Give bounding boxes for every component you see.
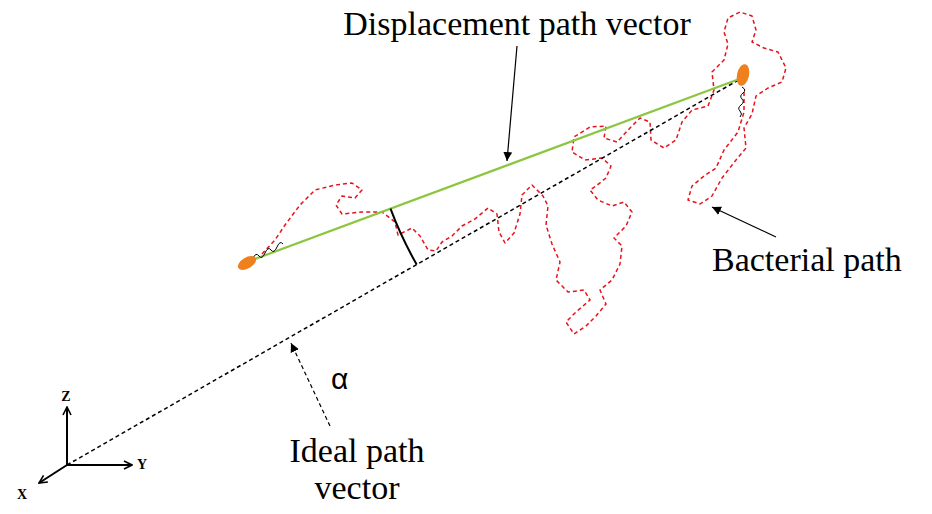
bacterial-path (262, 12, 786, 334)
flagellum (739, 87, 745, 117)
displacement-line (255, 78, 742, 259)
bacterium (735, 63, 751, 87)
leader-arrow (507, 46, 517, 161)
leader-arrow (712, 207, 776, 237)
annotation-label: Bacterial path (712, 240, 902, 279)
annotation-label: Ideal path vector (282, 432, 432, 507)
leader-arrow (291, 343, 330, 426)
annotation-label: Displacement path vector (343, 4, 690, 43)
axis-label: Y (137, 457, 147, 473)
flagellum (253, 243, 283, 258)
axis-y (67, 464, 132, 466)
angle-arc (391, 209, 417, 265)
bacterium (236, 253, 259, 273)
axis-z (66, 407, 68, 465)
angle-symbol: α (331, 362, 348, 397)
axis-label: Z (61, 389, 70, 405)
axis-label: X (17, 487, 27, 503)
axis-x (39, 465, 67, 483)
ideal-path-line (67, 78, 742, 465)
